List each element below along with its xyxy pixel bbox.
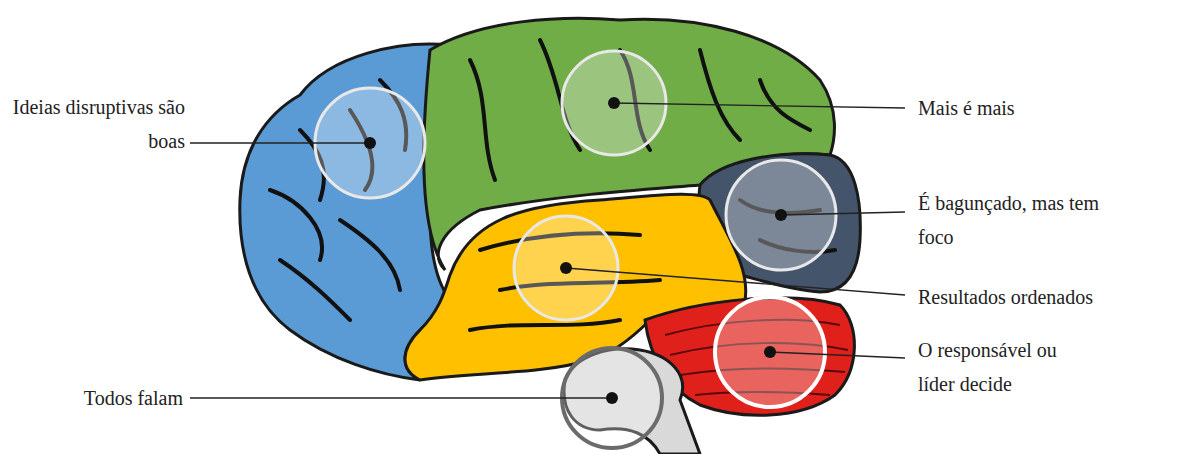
callout-dots — [364, 97, 787, 404]
callout-label: Resultados ordenados — [918, 280, 1173, 314]
sulci — [270, 40, 835, 330]
callout-label: O responsável ou líder decide — [918, 333, 1058, 401]
callout-label: Ideias disruptivas são boas — [5, 90, 185, 158]
callout-label: Mais é mais — [918, 91, 1168, 125]
callout-label: Todos falam — [3, 381, 183, 415]
leader-lines — [190, 103, 905, 398]
highlight-circles — [315, 51, 836, 448]
callout-label: É bagunçado, mas tem foco — [918, 186, 1103, 254]
